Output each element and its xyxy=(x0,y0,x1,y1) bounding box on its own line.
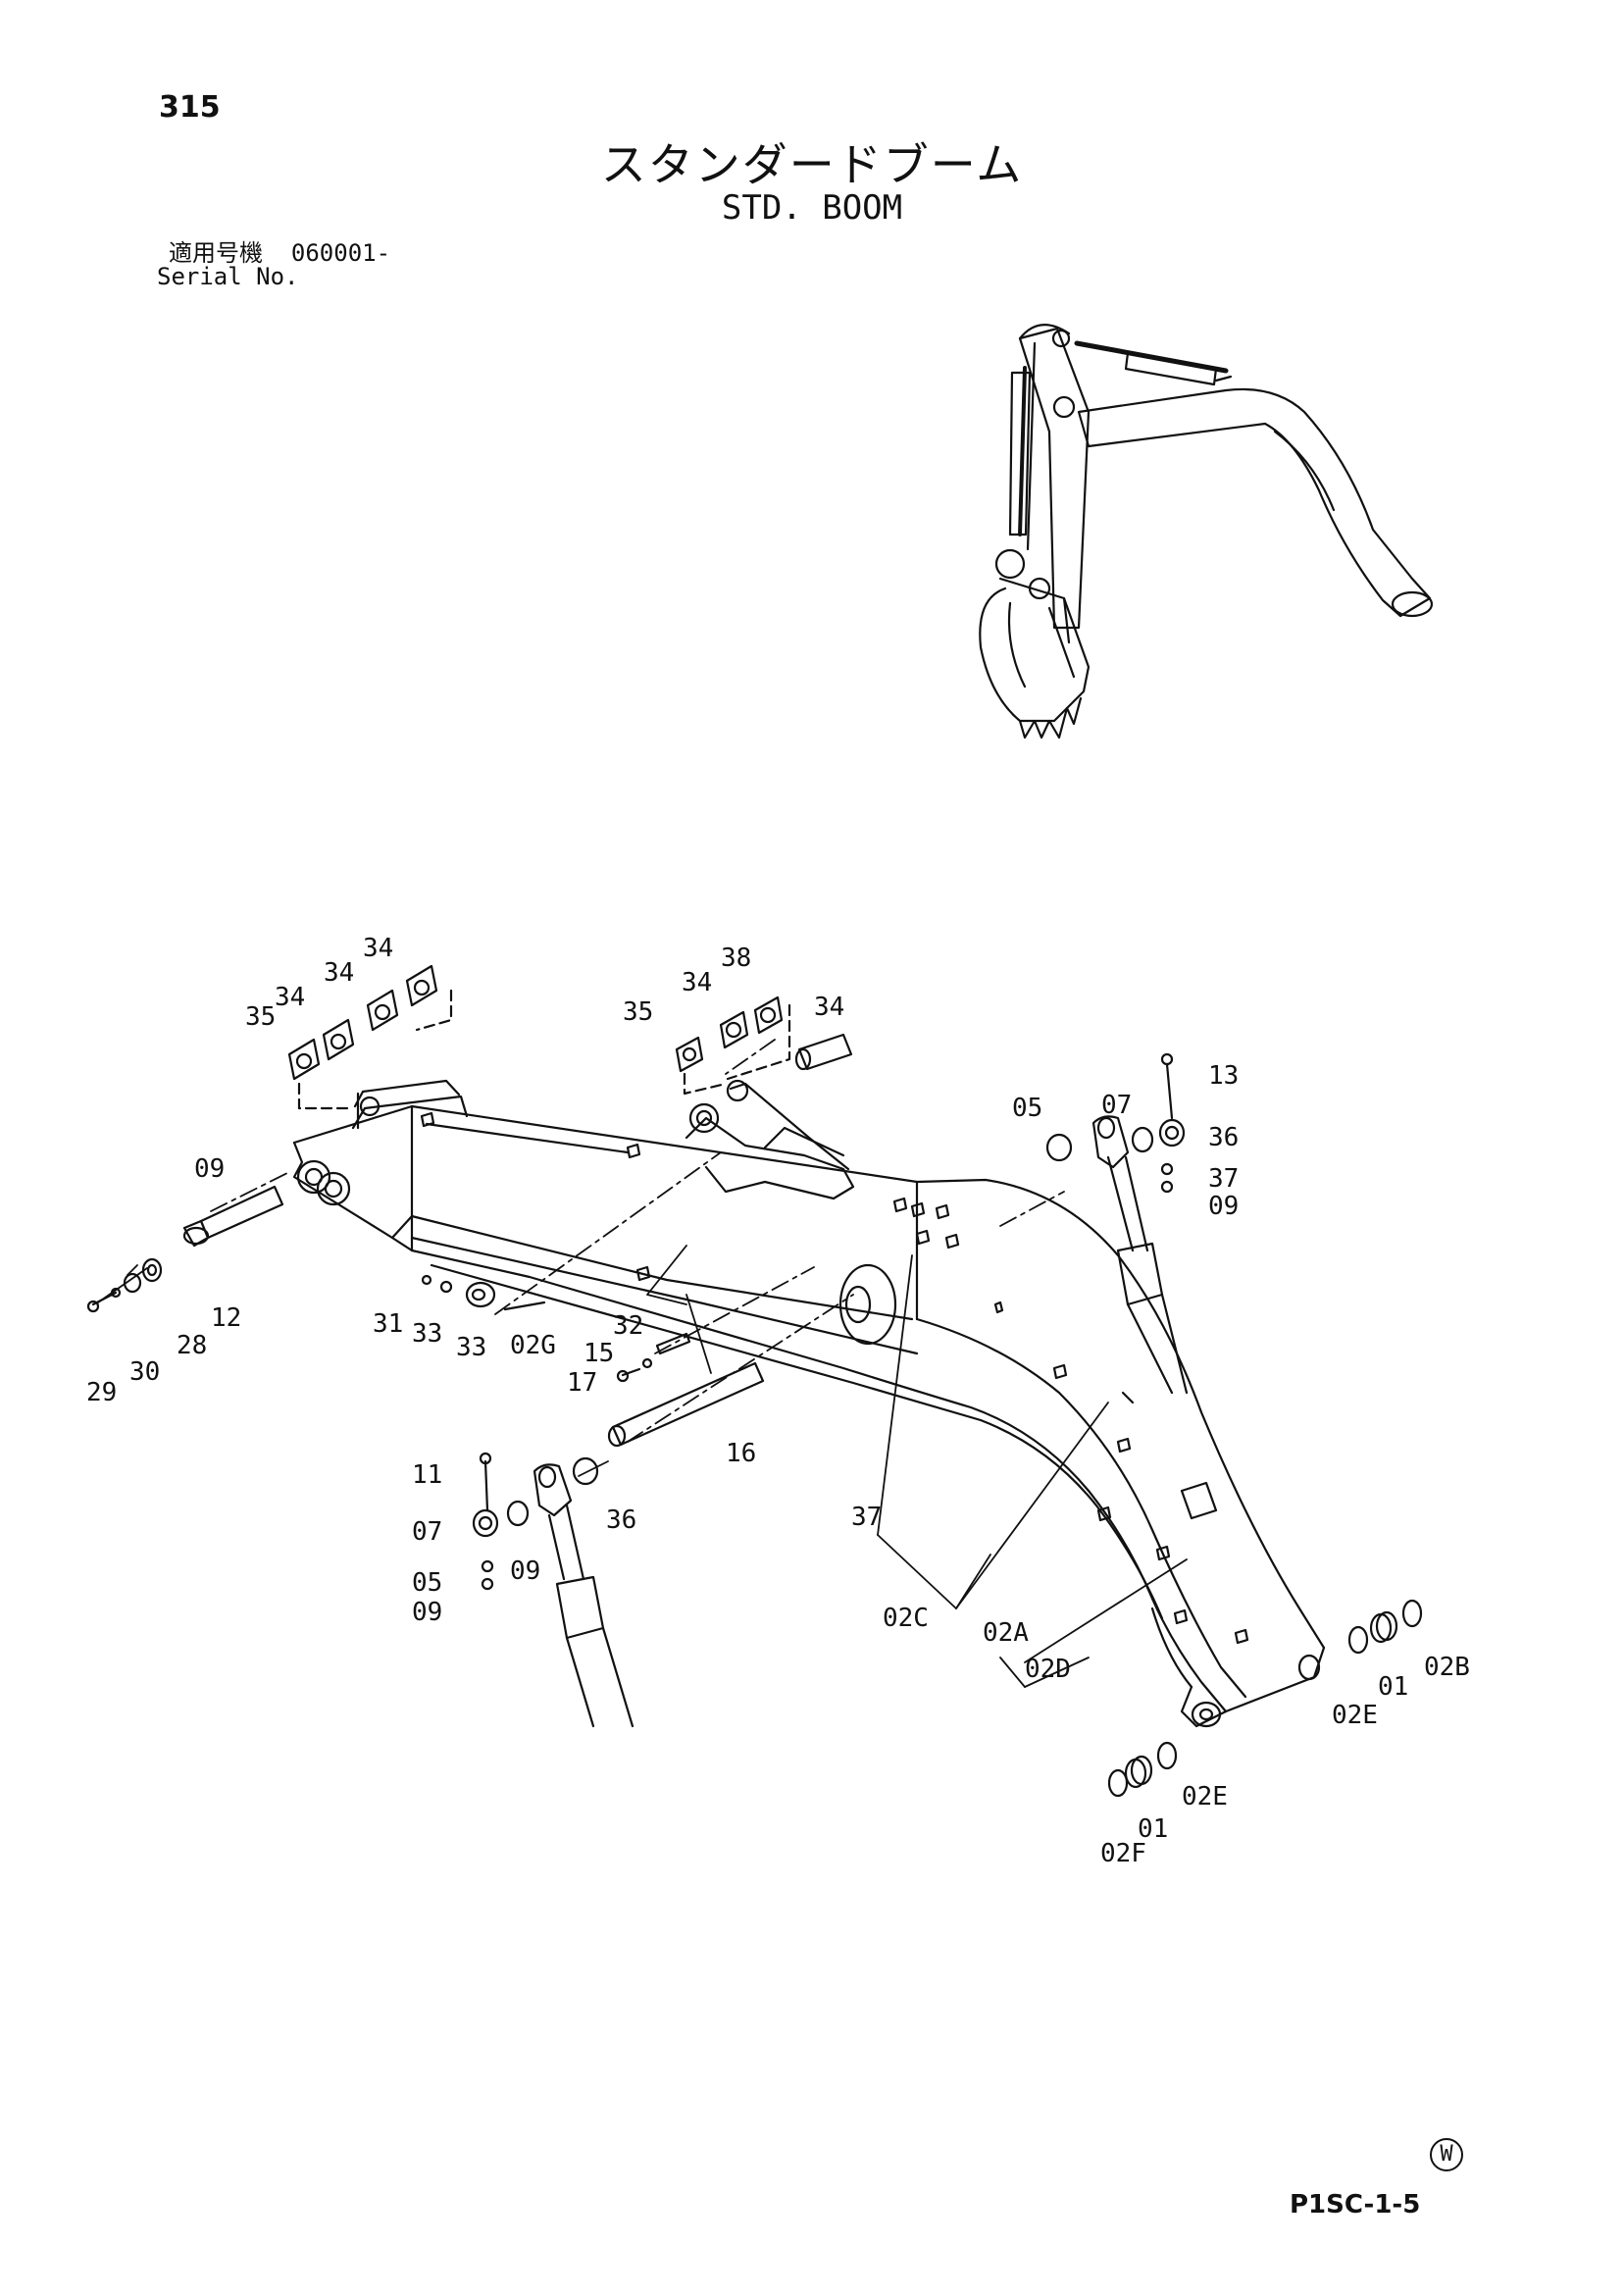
callout-label: 09 xyxy=(194,1154,225,1184)
plates-left-cluster xyxy=(287,964,453,1130)
serial-label-english: Serial No. xyxy=(157,263,299,290)
callout-label: 05 xyxy=(1012,1094,1042,1123)
callout-label: 01 xyxy=(1378,1672,1408,1702)
page-number: 315 xyxy=(159,90,221,125)
callout-label: 01 xyxy=(1138,1814,1168,1844)
serial-label-ja-text: 適用号機 xyxy=(169,239,263,267)
bushing-02g-group xyxy=(421,1274,546,1311)
callout-label: 32 xyxy=(613,1311,643,1341)
serial-label-japanese: 適用号機 060001- xyxy=(169,233,390,268)
callout-label: 13 xyxy=(1208,1061,1239,1091)
callout-label: 33 xyxy=(412,1319,442,1349)
title-english: STD. BOOM xyxy=(721,188,903,228)
callout-label: 35 xyxy=(623,997,653,1027)
callout-label: 12 xyxy=(211,1303,241,1333)
manufacturer-mark: W xyxy=(1430,2138,1463,2171)
foot-pin-hardware xyxy=(86,1257,163,1313)
callout-label: 09 xyxy=(412,1598,442,1627)
pin-11 xyxy=(607,1361,765,1448)
callout-label: 30 xyxy=(129,1357,160,1387)
callout-label: 34 xyxy=(275,983,305,1012)
callout-label: 15 xyxy=(584,1339,614,1368)
callout-label: 02E xyxy=(1182,1782,1228,1811)
callout-label: 16 xyxy=(726,1439,756,1468)
callout-label: 34 xyxy=(324,958,354,988)
tip-bushings-lower xyxy=(1107,1741,1178,1798)
callout-label: 36 xyxy=(606,1505,636,1535)
callout-label: 02B xyxy=(1424,1653,1470,1682)
callout-labels: 34 34 34 35 38 34 35 34 13 07 36 05 37 0… xyxy=(86,934,1470,1868)
callout-label: 07 xyxy=(412,1517,442,1547)
callout-label: 09 xyxy=(510,1556,540,1586)
callout-label: 33 xyxy=(456,1333,486,1362)
page-code: P1SC-1-5 xyxy=(1290,2190,1421,2219)
tip-bushings-right xyxy=(1347,1599,1423,1655)
callout-label: 07 xyxy=(1101,1091,1132,1120)
callout-label: 02A xyxy=(983,1618,1029,1648)
callout-label: 35 xyxy=(245,1002,276,1032)
callout-label: 17 xyxy=(567,1368,597,1398)
callout-label: 02F xyxy=(1100,1839,1146,1868)
left-boom-cylinder xyxy=(472,1452,634,1728)
plates-mid-cluster xyxy=(675,995,791,1096)
callout-label: 29 xyxy=(86,1378,117,1407)
callout-label: 09 xyxy=(1208,1192,1239,1221)
pin-12 xyxy=(182,1185,284,1248)
inset-attachment-drawing xyxy=(979,324,1434,740)
callout-label: 11 xyxy=(412,1460,442,1490)
callout-label: 34 xyxy=(814,993,844,1022)
callout-label: 02G xyxy=(510,1331,556,1360)
callout-label: 28 xyxy=(177,1331,207,1360)
leader-lines xyxy=(97,1039,1188,1688)
callout-label: 36 xyxy=(1208,1123,1239,1152)
callout-label: 34 xyxy=(682,968,712,997)
right-boom-cylinder xyxy=(1045,1052,1189,1395)
callout-label: 34 xyxy=(363,934,393,963)
callout-label: 02E xyxy=(1332,1701,1378,1730)
serial-value: 060001- xyxy=(290,239,391,267)
callout-label: 05 xyxy=(412,1568,442,1598)
boom-body xyxy=(292,1079,1326,1728)
callout-label: 31 xyxy=(373,1309,403,1339)
pin-13 xyxy=(794,1033,853,1071)
callout-label: 37 xyxy=(851,1503,882,1532)
title-japanese: スタンダードブーム xyxy=(600,138,1024,191)
callout-label: 02C xyxy=(883,1604,929,1633)
callout-label: 37 xyxy=(1208,1164,1239,1194)
callout-label: 38 xyxy=(721,944,751,973)
callout-label: 02D xyxy=(1025,1655,1071,1684)
